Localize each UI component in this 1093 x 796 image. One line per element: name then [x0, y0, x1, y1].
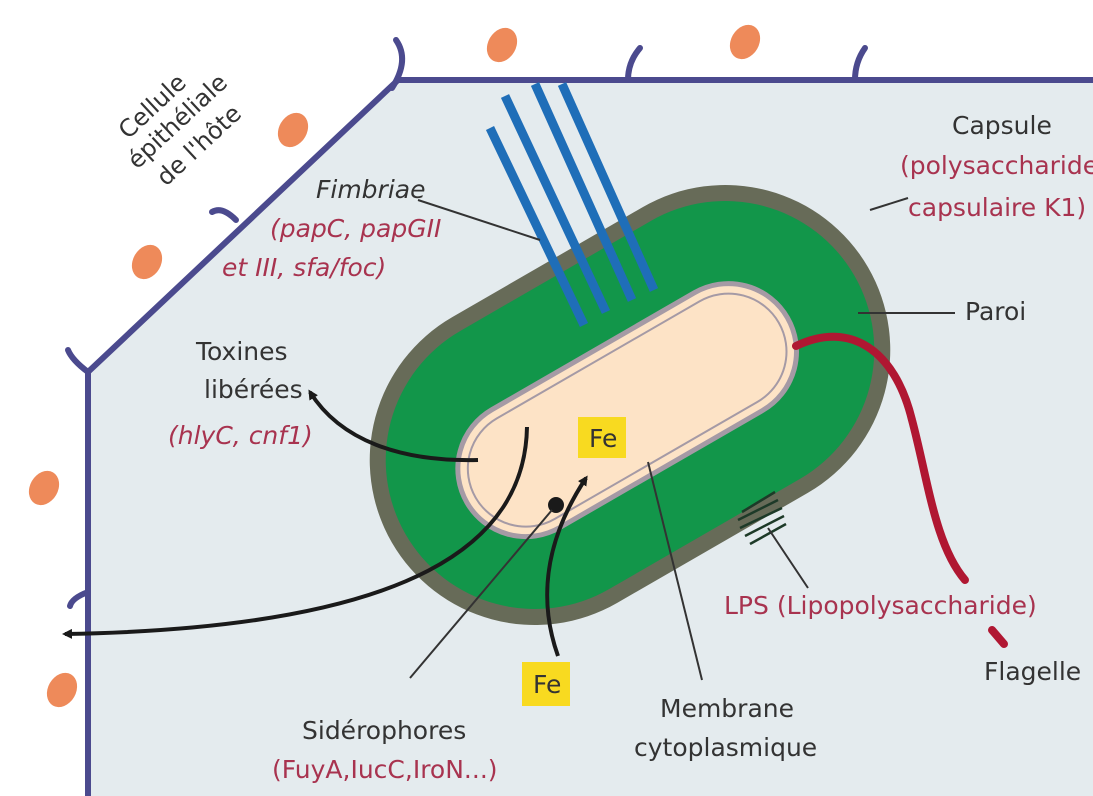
siderophores-genes: (FuyA,IucC,IroN...): [272, 755, 498, 784]
flagellum-label: Flagelle: [984, 657, 1081, 686]
toxins-label-line-2: libérées: [204, 375, 303, 404]
fimbriae-genes-line-1: (papC, papGII: [270, 214, 441, 243]
fimbriae-genes-line-2: et III, sfa/foc): [222, 253, 386, 282]
membrane-label-line-2: cytoplasmique: [634, 733, 817, 762]
iron-label-inside: Fe: [589, 424, 617, 453]
fimbriae-label: Fimbriae: [316, 175, 425, 204]
membrane-label-line-1: Membrane: [660, 694, 794, 723]
iron-label-outside: Fe: [533, 670, 561, 699]
nucleus: [23, 465, 65, 510]
capsule-label: Capsule: [952, 111, 1052, 140]
nucleus: [126, 239, 168, 284]
capsule-genes-line-2: capsulaire K1): [908, 193, 1086, 222]
wall-label: Paroi: [965, 297, 1026, 326]
cell-junction: [212, 210, 236, 220]
nucleus: [481, 22, 523, 67]
toxins-genes: (hlyC, cnf1): [168, 421, 313, 450]
nucleus: [41, 667, 83, 712]
nucleus: [272, 107, 314, 152]
siderophores-label: Sidérophores: [302, 716, 466, 745]
lps-label: LPS (Lipopolysaccharide): [724, 591, 1037, 620]
nucleus: [724, 19, 766, 64]
cell-junction: [855, 48, 865, 80]
capsule-genes-line-1: (polysaccharide: [900, 151, 1093, 180]
cell-junction: [68, 350, 88, 372]
toxins-label-line-1: Toxines: [195, 337, 288, 366]
cell-junction: [628, 48, 640, 80]
